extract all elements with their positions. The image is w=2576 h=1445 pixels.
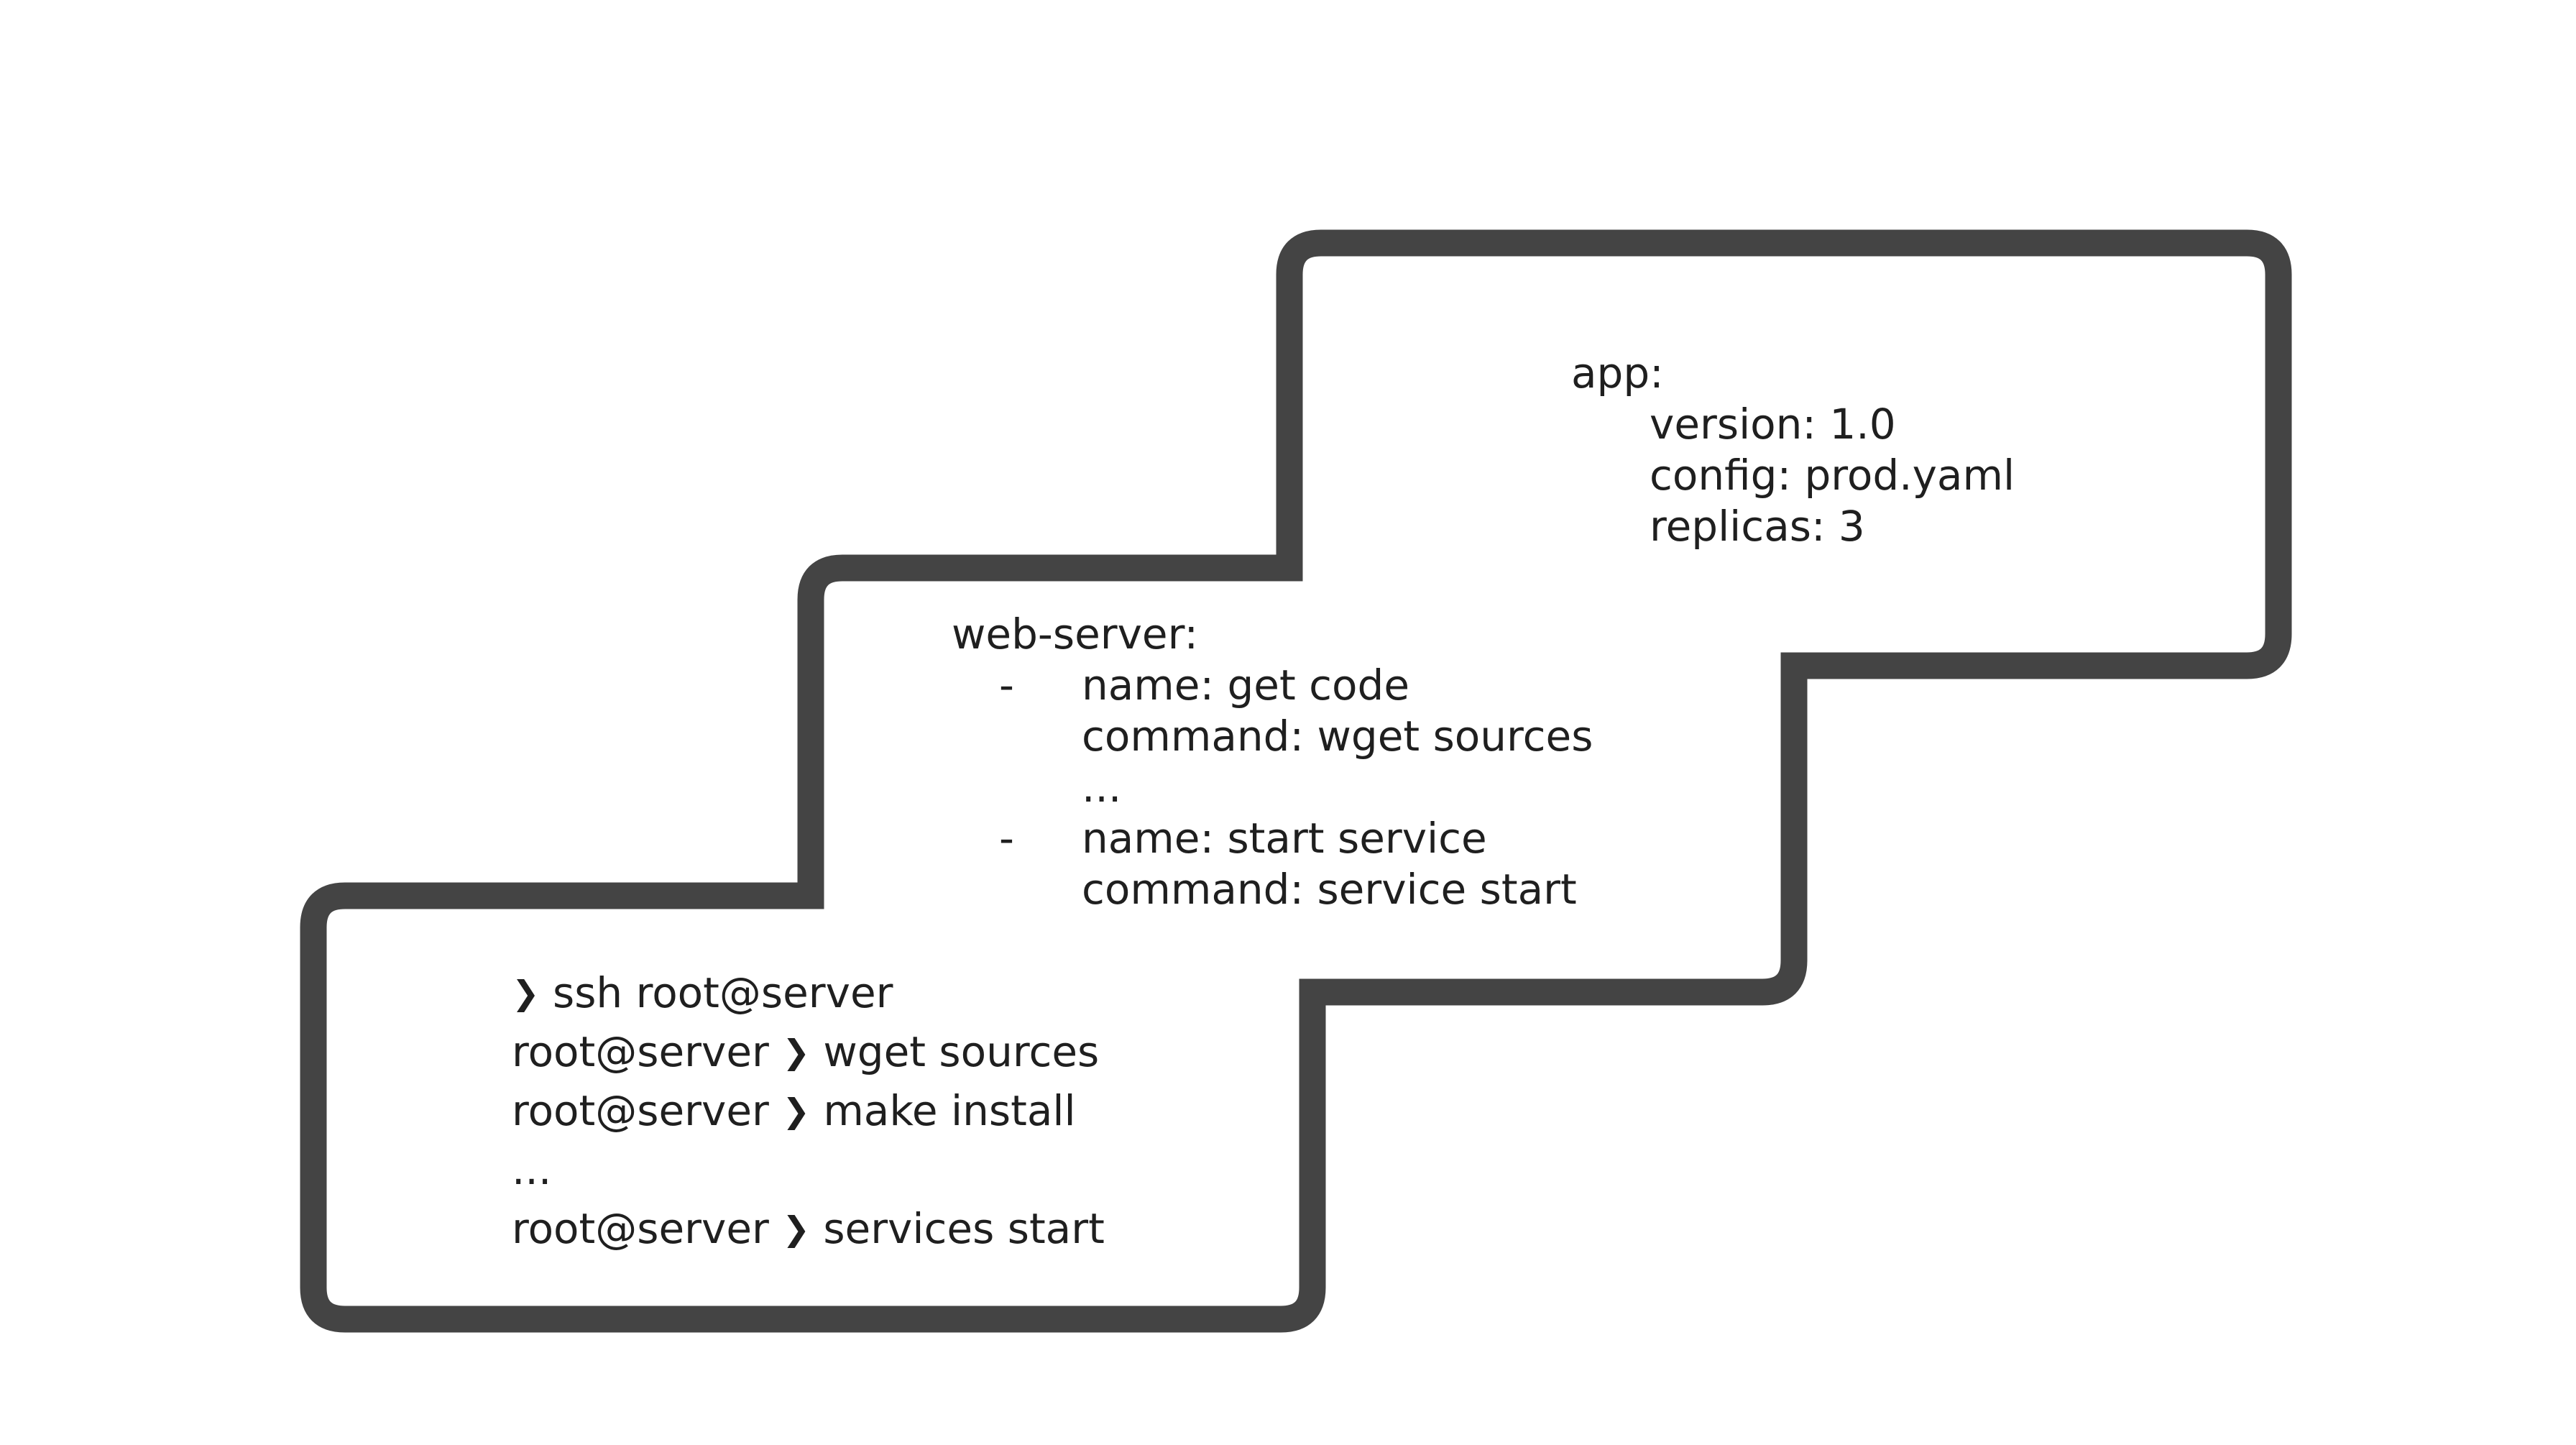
staircase-outline-path	[300, 229, 2292, 1333]
chevron-right-icon: ❯	[782, 1091, 810, 1130]
playbook-dash-1: -	[999, 661, 1014, 710]
chevron-right-icon: ❯	[782, 1032, 810, 1071]
shell-prefix: root@server	[512, 1027, 769, 1076]
chevron-right-icon: ❯	[782, 1209, 810, 1248]
shell-line-2: root@server ❯ wget sources	[512, 1026, 1099, 1081]
config-version: version: 1.0	[1650, 400, 1896, 449]
shell-command: make install	[823, 1086, 1076, 1135]
shell-prefix: root@server	[512, 1086, 769, 1135]
shell-command: ssh root@server	[552, 968, 893, 1017]
shell-line-5: root@server ❯ services start	[512, 1203, 1105, 1257]
shell-command: wget sources	[823, 1027, 1100, 1076]
playbook-ellipsis: ...	[1082, 763, 1122, 812]
playbook-root-key: web-server:	[952, 610, 1198, 659]
playbook-task2-command: command: service start	[1082, 865, 1577, 914]
playbook-task1-command: command: wget sources	[1082, 712, 1593, 761]
playbook-task1-name: name: get code	[1082, 661, 1410, 710]
shell-ellipsis: ...	[512, 1145, 552, 1194]
shell-line-4: ...	[512, 1144, 551, 1196]
shell-line-3: root@server ❯ make install	[512, 1085, 1076, 1139]
shell-line-1: ❯ ssh root@server	[512, 967, 893, 1022]
config-file: config: prod.yaml	[1650, 451, 2015, 500]
shell-prefix: root@server	[512, 1204, 769, 1253]
shell-command: services start	[823, 1204, 1105, 1253]
playbook-dash-2: -	[999, 814, 1014, 863]
chevron-right-icon: ❯	[512, 973, 540, 1012]
config-replicas: replicas: 3	[1650, 502, 1865, 551]
playbook-task2-name: name: start service	[1082, 814, 1487, 863]
config-root-key: app:	[1571, 349, 1664, 398]
